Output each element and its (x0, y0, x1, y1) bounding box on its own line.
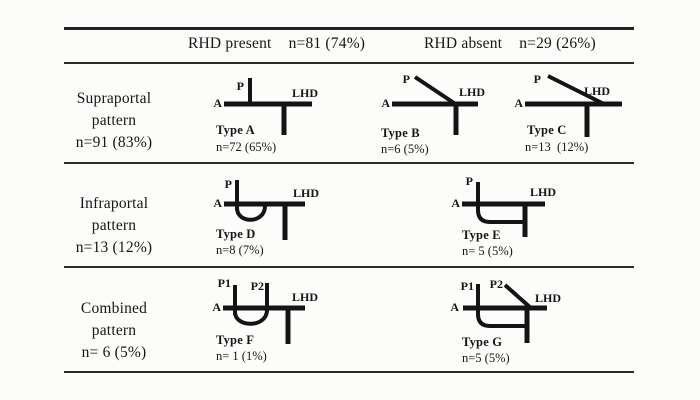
column-header-rhd-absent: RHD absent n=29 (26%) (424, 35, 596, 53)
diagram-type-d: P A LHD Type D n=8 (7%) (204, 168, 354, 263)
type-count: n= 1 (1%) (216, 349, 267, 363)
type-count: n=13 (12%) (525, 140, 589, 154)
row-label-line: pattern (91, 112, 137, 129)
row-label-line: n=91 (83%) (75, 134, 153, 151)
lhd-label: LHD (535, 291, 561, 305)
type-count: n= 5 (5%) (462, 244, 513, 258)
posterior-branch-diagonal (413, 75, 459, 107)
lhd-label: LHD (459, 85, 485, 99)
table-rule-bottom (64, 371, 634, 373)
anterior-label: A (213, 196, 222, 210)
row-label-line: Supraportal (76, 90, 152, 107)
infraportal-loop-path (235, 205, 267, 222)
column-count: n=29 (26%) (519, 35, 596, 52)
row-label-line: n=13 (12%) (75, 239, 153, 256)
diagram-type-f: P1 P2 A LHD Type F n= 1 (1%) (203, 272, 353, 367)
diagram-type-a: P A LHD Type A n=72 (65%) (204, 68, 354, 163)
infraportal-loop-path (233, 309, 269, 326)
anterior-label: A (212, 300, 221, 314)
row-label-line: Infraportal (79, 195, 149, 212)
table-rule-under-header (64, 62, 634, 64)
infraportal-course-path (476, 182, 527, 224)
diagram-type-e: P A LHD Type E n= 5 (5%) (442, 168, 592, 263)
type-f-duct-diagram: P1 P2 A LHD (212, 276, 318, 344)
posterior-label: P (237, 79, 244, 93)
diagram-type-g: P1 P2 A LHD Type G n=5 (5%) (443, 272, 593, 367)
type-a-duct-diagram: P A LHD (213, 78, 318, 135)
row-label-line: pattern (91, 322, 137, 339)
type-count: n=6 (5%) (381, 142, 429, 156)
type-d-duct-diagram: P A LHD (213, 177, 319, 240)
lhd-label: LHD (293, 186, 319, 200)
type-name: Type D (216, 227, 256, 241)
infraportal-course-path (476, 284, 529, 328)
type-e-duct-diagram: P A LHD (451, 174, 556, 237)
row-label-line: pattern (91, 217, 137, 234)
type-name: Type B (381, 126, 420, 140)
type-name: Type F (216, 333, 255, 347)
type-c-duct-diagram: P A LHD (514, 72, 622, 137)
row-label-combined: Combined pattern n= 6 (5%) (58, 298, 170, 364)
column-count: n=81 (74%) (288, 35, 366, 52)
anterior-label: A (451, 196, 460, 210)
posterior2-label: P2 (251, 279, 264, 293)
type-name: Type G (462, 335, 503, 349)
lhd-label: LHD (530, 185, 556, 199)
type-count: n=5 (5%) (462, 351, 510, 365)
type-name: Type C (527, 123, 567, 137)
posterior-label: P (225, 177, 232, 191)
lhd-label: LHD (292, 86, 318, 100)
diagram-type-c: P A LHD Type C n=13 (12%) (505, 68, 655, 163)
posterior-label: P (403, 72, 410, 86)
type-name: Type A (216, 123, 255, 137)
anterior-label: A (381, 96, 390, 110)
posterior1-label: P1 (461, 279, 474, 293)
posterior-branch-diagonal (547, 74, 607, 107)
type-b-duct-diagram: P A LHD (381, 72, 485, 135)
column-header-rhd-present: RHD present n=81 (74%) (188, 35, 365, 53)
anterior-label: A (213, 96, 222, 110)
type-g-duct-diagram: P1 P2 A LHD (450, 277, 561, 343)
posterior-label: P (466, 174, 473, 188)
type-count: n=8 (7%) (216, 243, 264, 257)
posterior2-label: P2 (490, 277, 503, 291)
row-label-supraportal: Supraportal pattern n=91 (83%) (58, 88, 170, 154)
type-count: n=72 (65%) (216, 140, 277, 154)
posterior-branch2-diagonal (503, 283, 534, 311)
anterior-label: A (514, 96, 523, 110)
column-label: RHD absent (424, 35, 503, 52)
lhd-label: LHD (292, 290, 318, 304)
posterior1-label: P1 (218, 276, 231, 290)
diagram-type-b: P A LHD Type B n=6 (5%) (372, 68, 522, 163)
lhd-label: LHD (584, 84, 610, 98)
anterior-label: A (450, 300, 459, 314)
row-label-line: n= 6 (5%) (81, 344, 147, 361)
table-rule-after-row1 (64, 162, 634, 164)
type-name: Type E (462, 228, 501, 242)
row-label-infraportal: Infraportal pattern n=13 (12%) (58, 193, 170, 259)
posterior-label: P (534, 72, 541, 86)
row-label-line: Combined (80, 300, 148, 317)
table-rule-after-row2 (64, 266, 634, 268)
table-rule-top (64, 27, 634, 30)
column-label: RHD present (188, 35, 272, 52)
